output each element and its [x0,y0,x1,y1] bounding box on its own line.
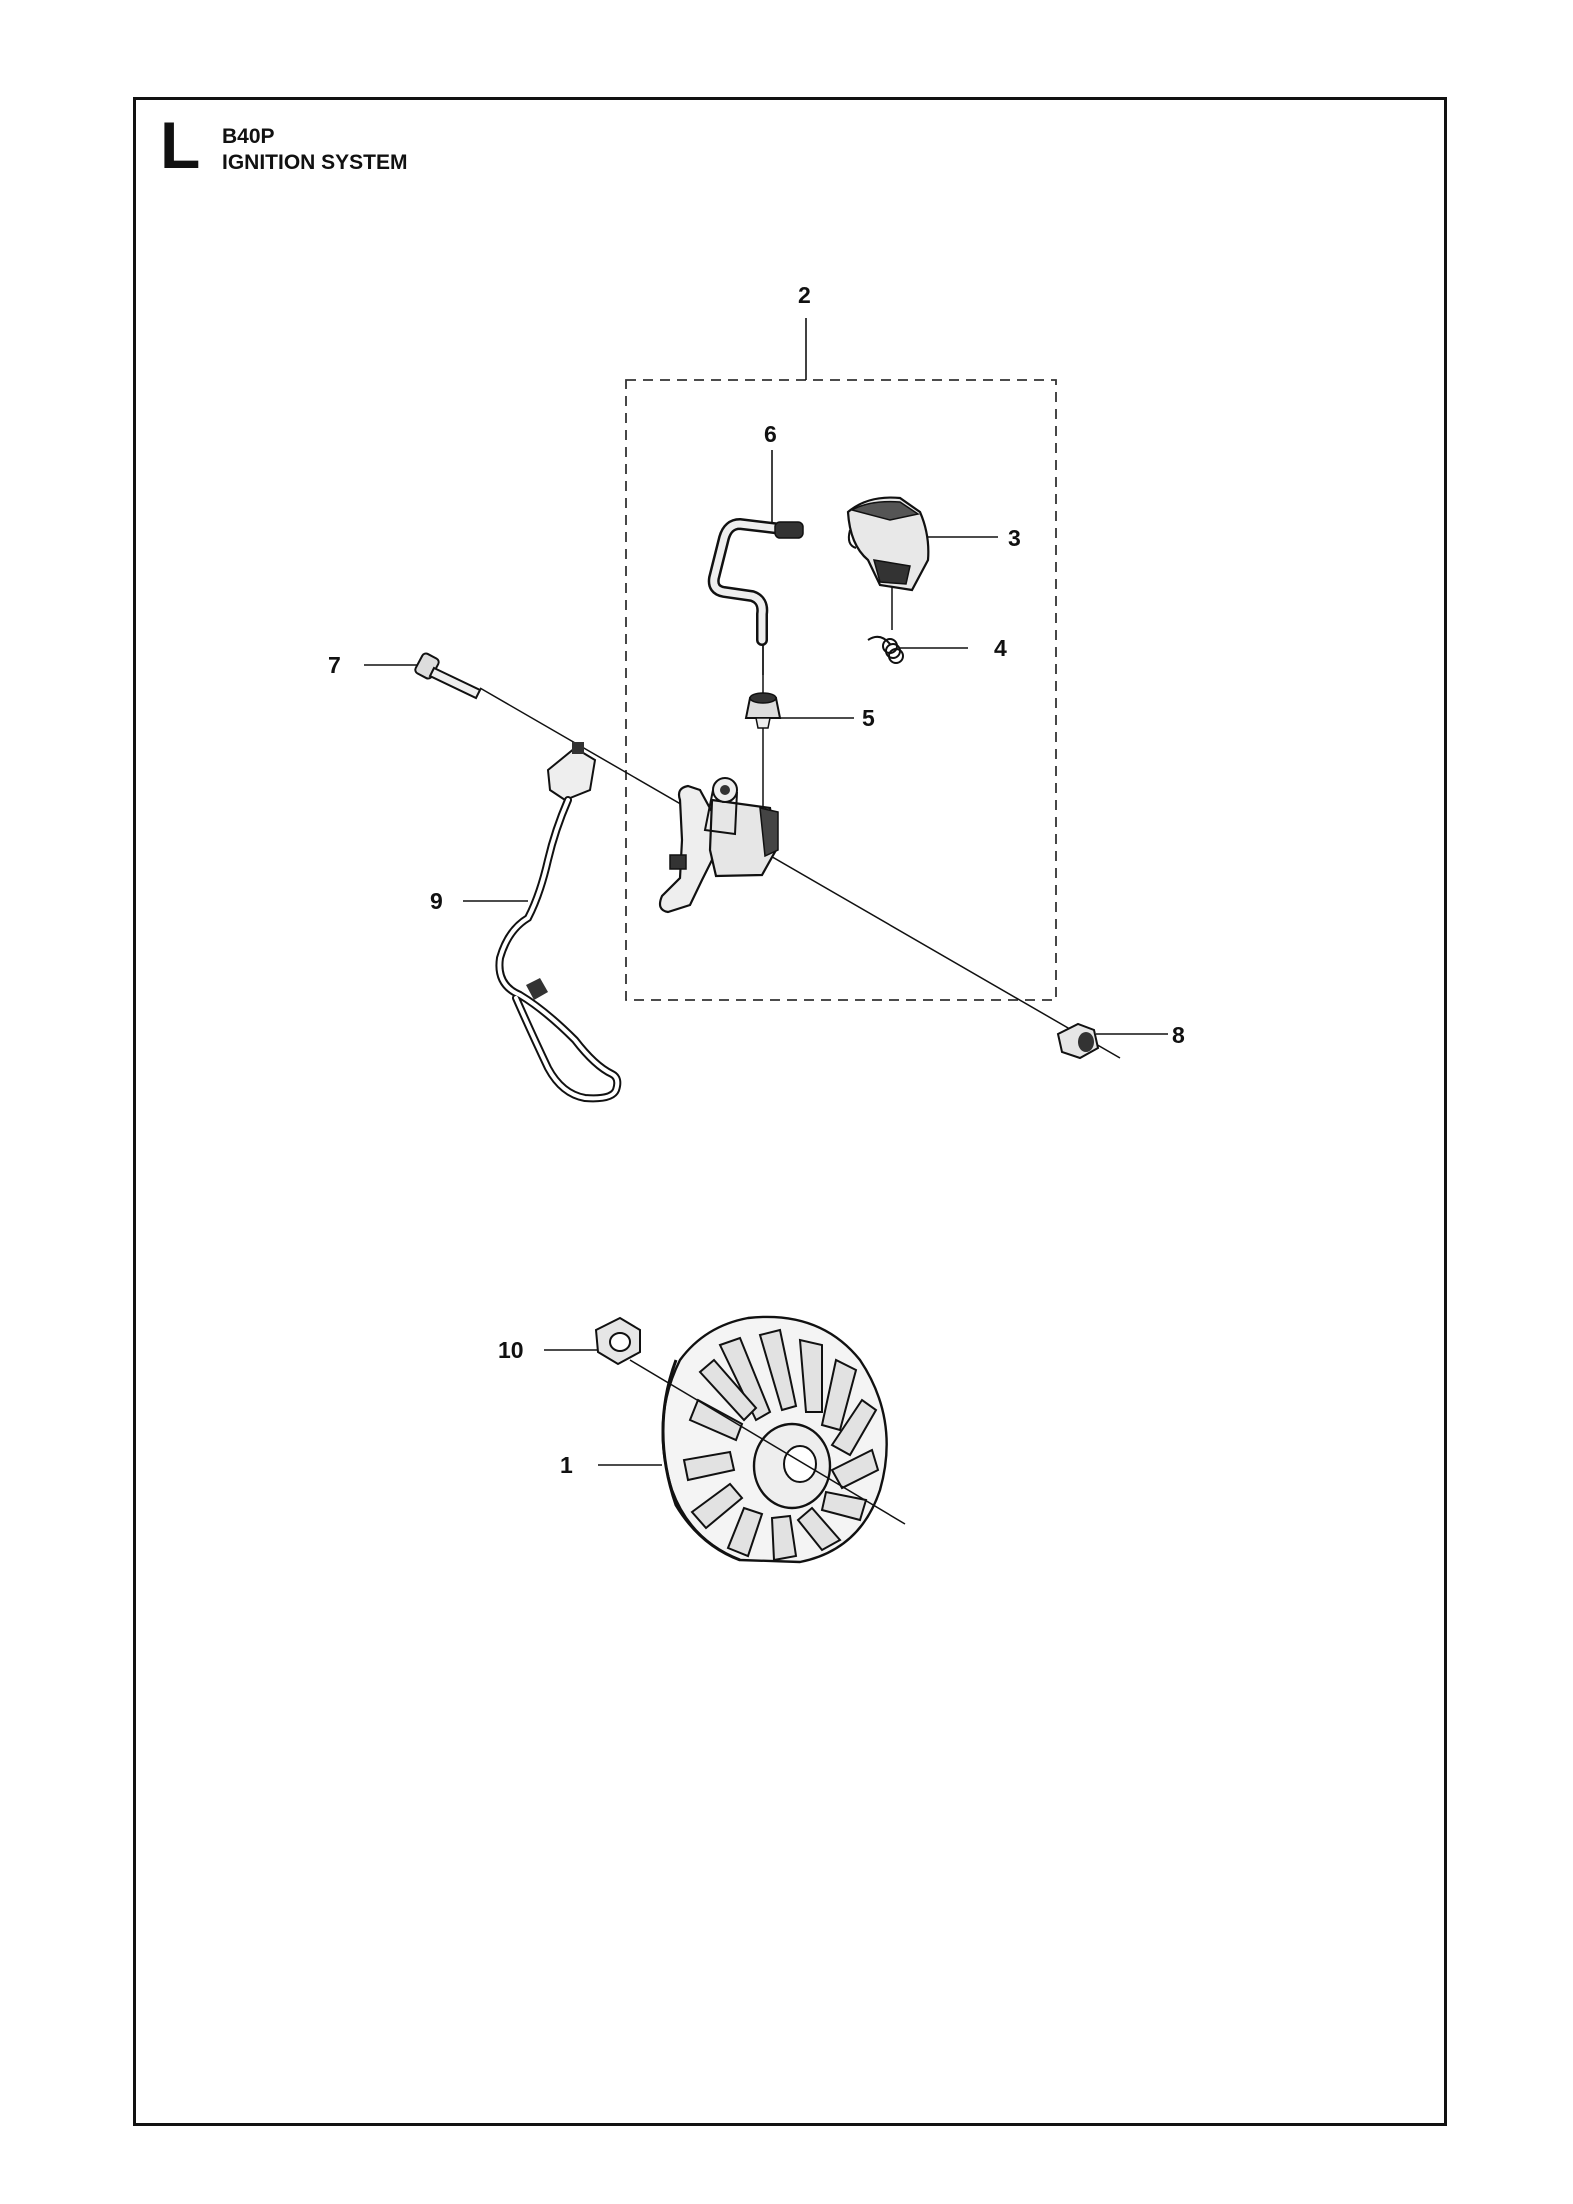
callout-9: 9 [430,888,443,914]
callout-6: 6 [764,421,777,447]
axis-line-flywheel [629,1359,906,1525]
bolt-part-7 [414,652,482,700]
wire-harness-part-9 [495,742,622,1103]
callout-8: 8 [1172,1022,1185,1048]
callout-1: 1 [560,1452,573,1478]
flywheel-part-1 [661,1315,888,1564]
lead-tube-part-6 [707,517,804,646]
callout-7: 7 [328,652,341,678]
spring-part-4 [867,635,904,664]
callout-2: 2 [798,282,811,308]
callout-4: 4 [994,635,1007,661]
ignition-coil [658,777,779,914]
page-frame [133,97,1447,2126]
group-box-part-2 [625,379,1057,1001]
axis-line-bolt [479,687,1121,1059]
callout-5: 5 [862,705,875,731]
section-letter: L [160,108,201,182]
nut-part-8 [1056,1022,1100,1060]
callout-3: 3 [1008,525,1021,551]
system-title: IGNITION SYSTEM [222,151,408,174]
flange-nut-part-10 [594,1316,641,1366]
callout-10: 10 [498,1337,524,1363]
plug-cap-part-3 [846,496,930,592]
grommet-part-5 [744,692,782,729]
model-name: B40P [222,125,275,148]
